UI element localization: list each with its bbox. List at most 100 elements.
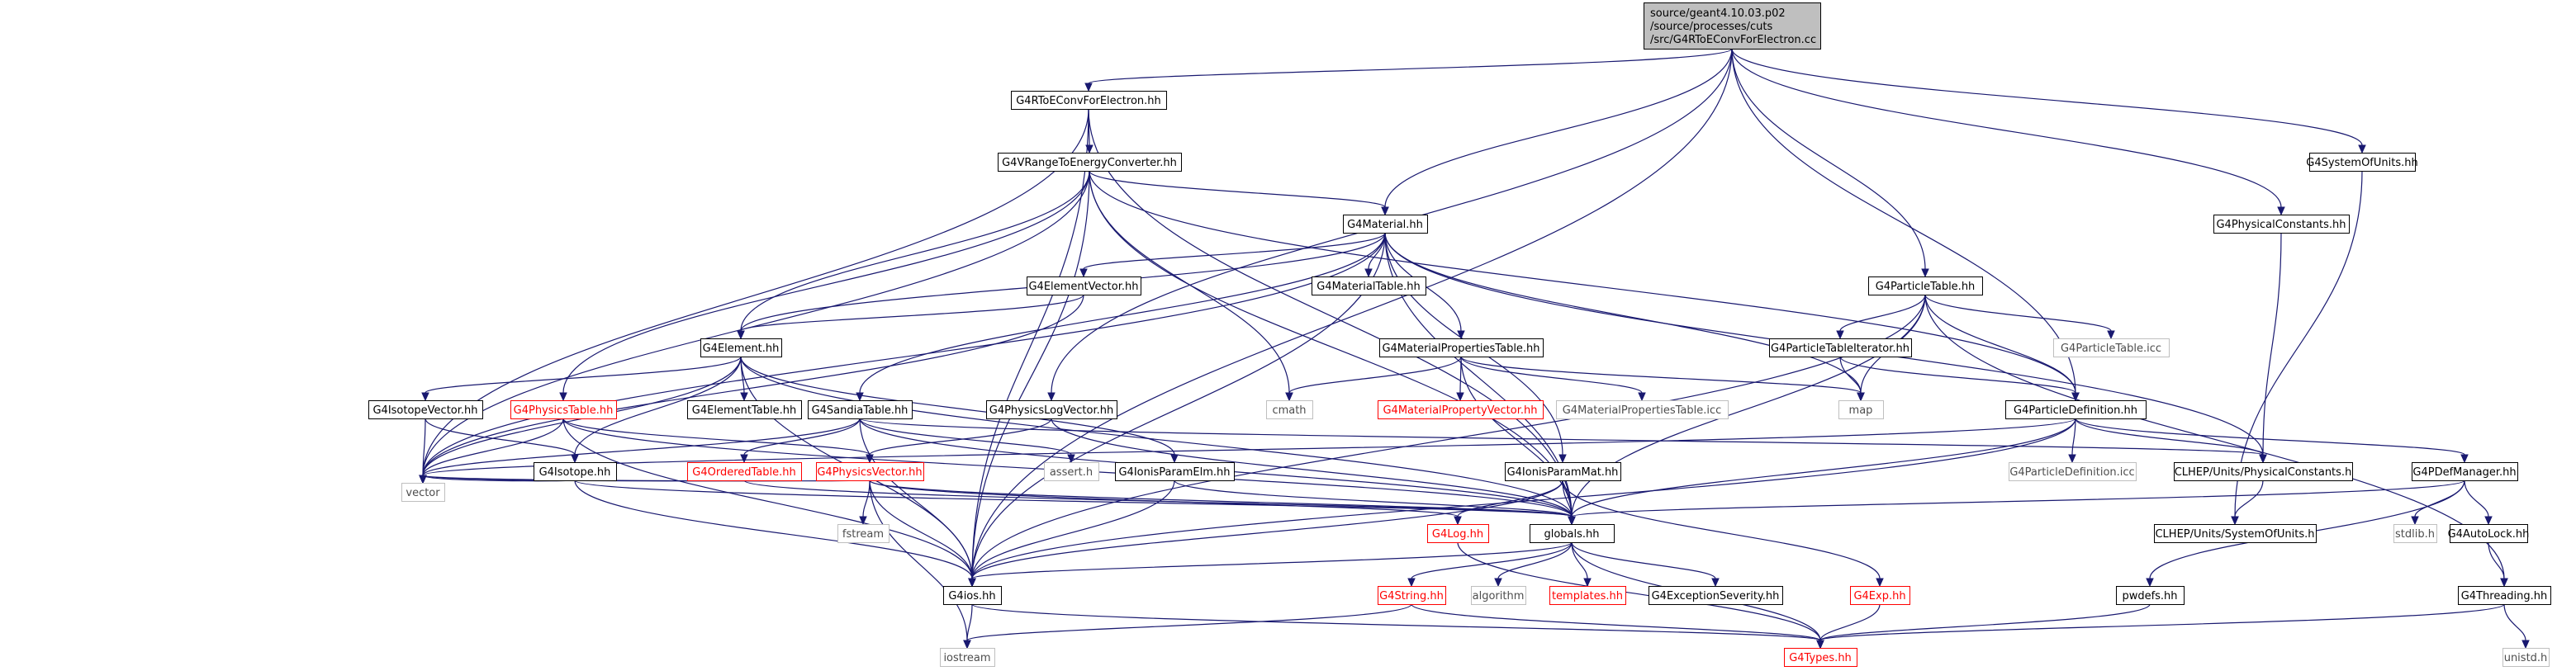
edge-root-to-g4systemofunits [1731, 48, 2366, 154]
node-g4physicsvector[interactable]: G4PhysicsVector.hh [816, 462, 924, 481]
edge-g4pdefmanager-to-g4autolock [2464, 480, 2493, 526]
node-g4sandiatable[interactable]: G4SandiaTable.hh [808, 400, 913, 419]
edge-g4string-to-iostream [963, 603, 1412, 650]
node-g4physicalconstants[interactable]: G4PhysicalConstants.hh [2213, 215, 2350, 234]
node-label: G4MaterialPropertiesTable.icc [1563, 404, 1722, 417]
node-box [1378, 400, 1544, 419]
node-g4vrange[interactable]: G4VRangeToEnergyConverter.hh [998, 153, 1182, 172]
edge-g4isotope-to-g4ios [574, 480, 976, 588]
edge-globals-to-g4exceptionseverity [1571, 541, 1720, 588]
node-label: G4PDefManager.hh [2412, 466, 2516, 479]
node-label: /src/G4RToEConvForElectron.cc [1650, 34, 1816, 46]
edge-root-to-g4rtoe [1084, 48, 1733, 92]
node-g4particledef[interactable]: G4ParticleDefinition.hh [2005, 400, 2147, 419]
node-box [1850, 586, 1910, 605]
node-label: G4Threading.hh [2461, 590, 2548, 602]
node-label: G4MaterialPropertiesTable.hh [1382, 343, 1539, 355]
node-g4ios[interactable]: G4ios.hh [943, 586, 1002, 605]
node-g4types[interactable]: G4Types.hh [1784, 648, 1857, 667]
node-label: G4PhysicalConstants.hh [2216, 219, 2346, 231]
node-label: G4ElementVector.hh [1028, 281, 1138, 293]
node-box [1378, 586, 1446, 605]
edge-globals-to-algorithm [1494, 541, 1573, 588]
node-g4logh[interactable]: G4Log.hh [1427, 524, 1489, 543]
node-box [2005, 400, 2147, 419]
node-g4ionisparammat[interactable]: G4IonisParamMat.hh [1505, 462, 1621, 481]
edge-g4particletable-to-g4particletableiter [1836, 294, 1926, 340]
edge-g4particletableiter-to-g4particledef [1839, 356, 2080, 402]
node-g4elementtable[interactable]: G4ElementTable.hh [687, 400, 802, 419]
node-g4threading[interactable]: G4Threading.hh [2458, 586, 2551, 605]
node-g4rtoe[interactable]: G4RToEConvForElectron.hh [1011, 91, 1167, 110]
node-g4materialtable[interactable]: G4MaterialTable.hh [1312, 276, 1426, 295]
node-label: G4IsotopeVector.hh [372, 404, 477, 417]
node-g4exceptionseverity[interactable]: G4ExceptionSeverity.hh [1649, 586, 1783, 605]
node-box [808, 400, 913, 419]
node-algorithm: algorithm [1471, 586, 1526, 605]
node-fstream: fstream [837, 524, 890, 543]
edge-g4particledef-to-g4pdefmanager [2075, 418, 2469, 464]
node-label: G4ElementTable.hh [692, 404, 796, 417]
node-g4systemofunits[interactable]: G4SystemOfUnits.hh [2306, 153, 2418, 172]
edge-g4particledef-to-clhepphys [2075, 418, 2267, 464]
edge-globals-to-g4string [1407, 541, 1573, 588]
node-box [1784, 648, 1857, 667]
node-box [510, 400, 617, 419]
node-box [1312, 276, 1426, 295]
node-label: G4ParticleTable.hh [1876, 281, 1976, 293]
node-g4matpropvector[interactable]: G4MaterialPropertyVector.hh [1378, 400, 1544, 419]
node-clhepsys[interactable]: CLHEP/Units/SystemOfUnits.h [2154, 524, 2317, 543]
node-globals[interactable]: globals.hh [1530, 524, 1615, 543]
edge-g4vrange-to-g4material [1089, 170, 1389, 216]
edge-g4material-to-g4elementvector [1079, 232, 1386, 278]
edge-root-to-g4particletable [1731, 48, 1929, 278]
node-box [940, 648, 995, 667]
edge-g4physicslogvector-to-g4physicsvector [866, 418, 1052, 464]
node-g4autolock[interactable]: G4AutoLock.hh [2448, 524, 2530, 543]
node-g4physicstable[interactable]: G4PhysicsTable.hh [510, 400, 617, 419]
node-label: assert.h [1050, 466, 1093, 479]
node-label: algorithm [1473, 590, 1525, 602]
node-pwdefs[interactable]: pwdefs.hh [2116, 586, 2185, 605]
node-g4particletableiter[interactable]: G4ParticleTableIterator.hh [1769, 338, 1912, 357]
edge-g4matproptable-to-g4matproptableicc [1460, 356, 1646, 402]
node-box [700, 338, 782, 357]
node-label: globals.hh [1544, 528, 1599, 541]
edge-g4orderedtable-to-globals [743, 480, 1576, 526]
node-root[interactable]: source/geant4.10.03.p02/source/processes… [1644, 2, 1821, 50]
node-box [998, 153, 1182, 172]
edge-g4exp-to-g4types [1816, 603, 1881, 650]
node-box [2502, 648, 2550, 667]
edge-g4threading-to-g4types [1816, 603, 2505, 650]
node-box [2174, 462, 2353, 481]
node-box [1649, 586, 1783, 605]
node-box [2213, 215, 2350, 234]
node-g4ionisparamelm[interactable]: G4IonisParamElm.hh [1115, 462, 1235, 481]
node-templates[interactable]: templates.hh [1549, 586, 1626, 605]
node-label: CLHEP/Units/SystemOfUnits.h [2155, 528, 2314, 541]
node-g4exp[interactable]: G4Exp.hh [1850, 586, 1910, 605]
node-box [1343, 215, 1428, 234]
edge-g4rtoe-to-vector [419, 108, 1089, 484]
node-cmath: cmath [1266, 400, 1313, 419]
node-g4element[interactable]: G4Element.hh [700, 338, 782, 357]
node-g4matproptable[interactable]: G4MaterialPropertiesTable.hh [1379, 338, 1544, 357]
node-box [986, 400, 1117, 419]
node-g4material[interactable]: G4Material.hh [1343, 215, 1428, 234]
node-g4physicslogvector[interactable]: G4PhysicsLogVector.hh [986, 400, 1117, 419]
node-box [1115, 462, 1235, 481]
node-label: G4ParticleDefinition.hh [2014, 404, 2137, 417]
node-g4particletable[interactable]: G4ParticleTable.hh [1868, 276, 1983, 295]
node-box [1530, 524, 1615, 543]
node-label: vector [406, 487, 440, 499]
node-g4string[interactable]: G4String.hh [1378, 586, 1446, 605]
node-box [2309, 153, 2416, 172]
node-g4isotope[interactable]: G4Isotope.hh [534, 462, 617, 481]
node-g4elementvector[interactable]: G4ElementVector.hh [1027, 276, 1141, 295]
node-g4isotopevector[interactable]: G4IsotopeVector.hh [368, 400, 483, 419]
node-g4pdefmanager[interactable]: G4PDefManager.hh [2412, 462, 2518, 481]
node-label: G4Exp.hh [1853, 590, 1905, 602]
node-clhepphys[interactable]: CLHEP/Units/PhysicalConstants.h [2174, 462, 2353, 481]
node-g4orderedtable[interactable]: G4OrderedTable.hh [687, 462, 802, 481]
